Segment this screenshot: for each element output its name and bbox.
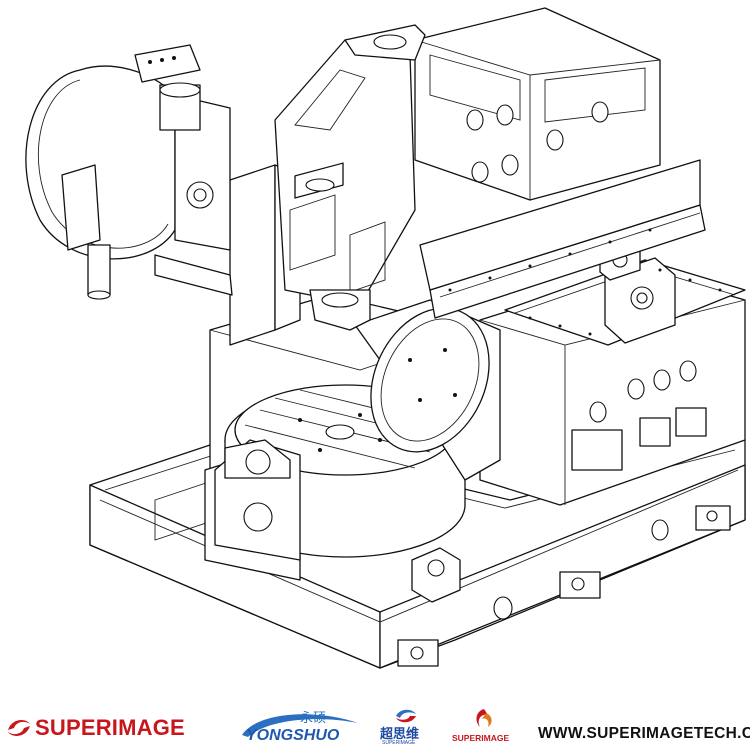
spindle-head: [274, 24, 426, 331]
base-bracket: [411, 547, 461, 603]
gantry: [414, 7, 706, 319]
superimage-small-logo-text: SUPERIMAGE: [452, 733, 510, 743]
superimage-mark-icon: [8, 720, 30, 736]
chaosiwei-mark-icon: [396, 709, 416, 723]
chaosiwei-logo-en: SUPERIMAGE: [382, 740, 416, 746]
website-link[interactable]: WWW.SUPERIMAGETECH.COM: [538, 725, 750, 742]
tool-magazine: [25, 44, 233, 300]
superimage-small-logo: SUPERIMAGE: [452, 707, 524, 743]
yongshuo-logo-cn: 永硕: [300, 711, 327, 726]
chaosiwei-logo: 超思维 SUPERIMAGE: [380, 707, 432, 746]
yongshuo-swoosh-icon: [242, 714, 358, 737]
machine-drawing: [25, 7, 746, 669]
chaosiwei-logo-cn: 超思维: [380, 727, 420, 742]
superimage-logo-text: SUPERIMAGE: [35, 715, 185, 740]
yongshuo-logo-en: YONGSHUO: [246, 727, 340, 744]
rail-dots: [448, 228, 722, 336]
superimage-logo: SUPERIMAGE: [6, 711, 185, 745]
footer-logos: SUPERIMAGE 永硕 YONGSHUO 超思维 SUPERIMAGE SU…: [0, 703, 750, 750]
superimage-small-mark-icon: [476, 709, 492, 727]
rotary-table: [204, 299, 501, 581]
